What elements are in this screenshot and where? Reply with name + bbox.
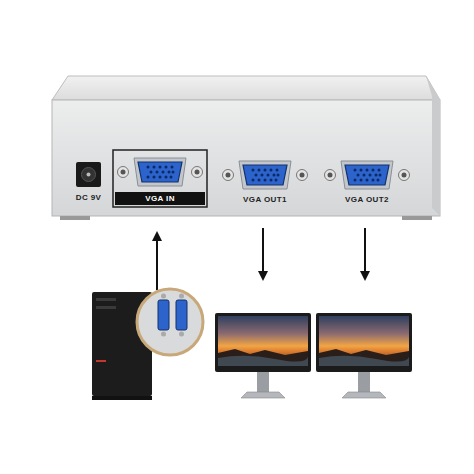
housing-foot (402, 216, 432, 220)
port-label: VGA OUT1 (241, 194, 289, 206)
signal-arrow (262, 228, 264, 276)
housing-foot (60, 216, 90, 220)
tower-detail (96, 298, 116, 301)
zoom-screw (161, 294, 166, 299)
port-label-band: VGA IN (115, 192, 205, 205)
jack-hole (82, 168, 96, 182)
zoom-screw (161, 332, 166, 337)
port-name: DC 9V (74, 192, 104, 204)
monitor (316, 313, 412, 398)
tower-detail (96, 306, 116, 309)
zoom-screw (179, 294, 184, 299)
port-label: VGA OUT2 (343, 194, 391, 206)
housing-side (426, 76, 440, 216)
zoom-port (176, 300, 187, 330)
power-jack (76, 162, 101, 187)
housing-front (52, 100, 440, 216)
signal-arrow (364, 228, 366, 276)
zoom-circle (137, 289, 203, 355)
port-zoom (137, 289, 203, 355)
jack-body (76, 162, 101, 187)
tower-logo (96, 360, 106, 362)
port-name: VGA OUT1 (241, 194, 289, 206)
splitter-housing (52, 76, 440, 220)
jack-pin (87, 173, 91, 177)
vga-port (223, 161, 308, 189)
vga-port (325, 161, 410, 189)
monitor (215, 313, 311, 398)
housing-top (52, 76, 440, 100)
port-name: VGA IN (115, 192, 205, 205)
port-label: DC 9V (74, 192, 104, 204)
zoom-port (158, 300, 169, 330)
vga-port (118, 158, 203, 186)
signal-arrow (156, 236, 158, 290)
tower-base (92, 396, 152, 400)
input-port-frame (113, 150, 207, 207)
port-name: VGA OUT2 (343, 194, 391, 206)
zoom-screw (179, 332, 184, 337)
